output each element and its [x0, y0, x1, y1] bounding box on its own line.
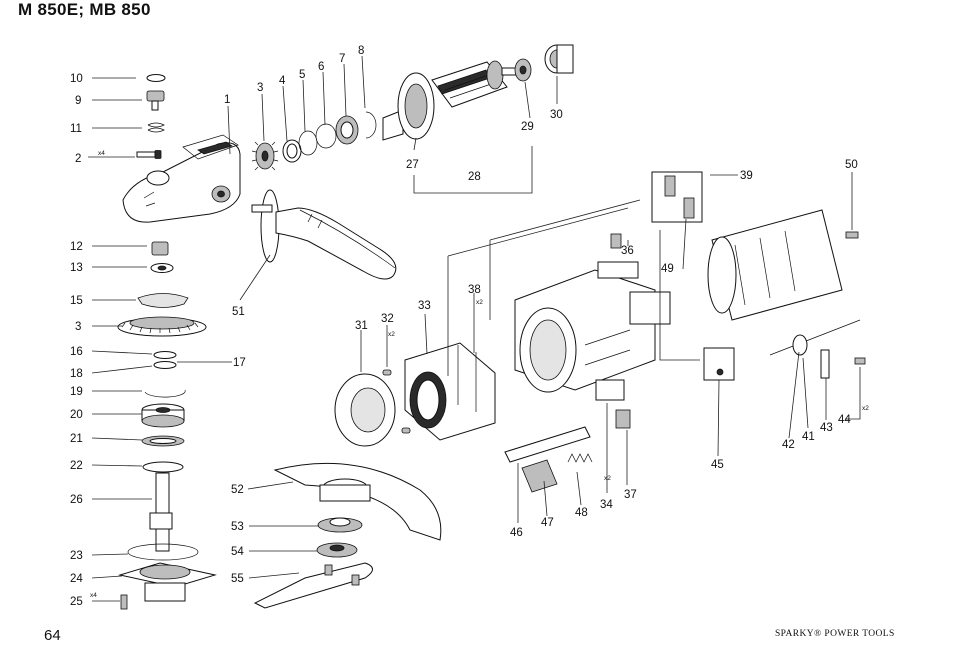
- callout-20: 20: [70, 409, 83, 421]
- callout-13: 13: [70, 262, 83, 274]
- quantity-markers: x4 x4 x2 x2 x2 x2: [90, 150, 869, 599]
- callout-27: 27: [406, 159, 419, 171]
- callout-46: 46: [510, 527, 523, 539]
- callout-54: 54: [231, 546, 244, 558]
- quantity-38: x2: [476, 299, 483, 306]
- callout-7: 7: [339, 53, 345, 65]
- callout-41: 41: [802, 431, 815, 443]
- callout-47: 47: [541, 517, 554, 529]
- callout-4: 4: [279, 75, 286, 87]
- callout-8: 8: [358, 45, 364, 57]
- leader-lines: [88, 55, 861, 602]
- callout-labels: 1 2 3 4 5 6 7 8 9 10 11 12 13 15 3 16 17…: [70, 45, 858, 608]
- callout-15: 15: [70, 295, 83, 307]
- callout-2: 2: [75, 153, 81, 165]
- callout-3-pinion: 3: [257, 82, 263, 94]
- callout-28: 28: [468, 171, 481, 183]
- callout-23: 23: [70, 550, 83, 562]
- callout-30: 30: [550, 109, 563, 121]
- gear-housing: [122, 134, 279, 223]
- callout-44: 44: [838, 414, 851, 426]
- callout-31: 31: [355, 320, 368, 332]
- callout-51: 51: [232, 306, 245, 318]
- callout-34: 34: [600, 499, 613, 511]
- callout-22: 22: [70, 460, 83, 472]
- quantity-44: x2: [862, 405, 869, 412]
- callout-24: 24: [70, 573, 83, 585]
- callout-29: 29: [521, 121, 534, 133]
- guard-and-flanges: [253, 462, 442, 609]
- footer-brand: SPARKY® POWER TOOLS: [775, 629, 895, 639]
- callout-50: 50: [845, 159, 858, 171]
- callout-33: 33: [418, 300, 431, 312]
- callout-10: 10: [70, 73, 83, 85]
- callout-36: 36: [621, 245, 634, 257]
- callout-5: 5: [299, 69, 305, 81]
- quantity-2: x4: [98, 150, 105, 157]
- spindle-assembly: [117, 74, 217, 610]
- callout-21: 21: [70, 433, 83, 445]
- callout-49: 49: [661, 263, 674, 275]
- callout-26: 26: [70, 494, 83, 506]
- callout-38: 38: [468, 284, 481, 296]
- callout-19: 19: [70, 386, 83, 398]
- callout-32: 32: [381, 313, 394, 325]
- callout-39: 39: [740, 170, 753, 182]
- motor-housing: [334, 171, 866, 493]
- callout-12: 12: [70, 241, 83, 253]
- callout-17: 17: [233, 357, 246, 369]
- quantity-25: x4: [90, 592, 97, 599]
- callout-6: 6: [318, 61, 324, 73]
- side-handle: [251, 189, 397, 280]
- callout-55: 55: [231, 573, 244, 585]
- callout-52: 52: [231, 484, 244, 496]
- callout-16: 16: [70, 346, 83, 358]
- page-title: M 850E; MB 850: [18, 0, 151, 19]
- quantity-32: x2: [388, 331, 395, 338]
- callout-18: 18: [70, 368, 83, 380]
- callout-45: 45: [711, 459, 724, 471]
- callout-11: 11: [70, 123, 82, 135]
- callout-43: 43: [820, 422, 833, 434]
- callout-53: 53: [231, 521, 244, 533]
- armature-row: [282, 44, 574, 163]
- page-number: 64: [44, 627, 61, 644]
- callout-37: 37: [624, 489, 637, 501]
- callout-25: 25: [70, 596, 83, 608]
- callout-3-bevel: 3: [75, 321, 81, 333]
- quantity-34: x2: [604, 475, 611, 482]
- callout-1: 1: [224, 94, 230, 106]
- callout-48: 48: [575, 507, 588, 519]
- callout-42: 42: [782, 439, 795, 451]
- callout-9: 9: [75, 95, 81, 107]
